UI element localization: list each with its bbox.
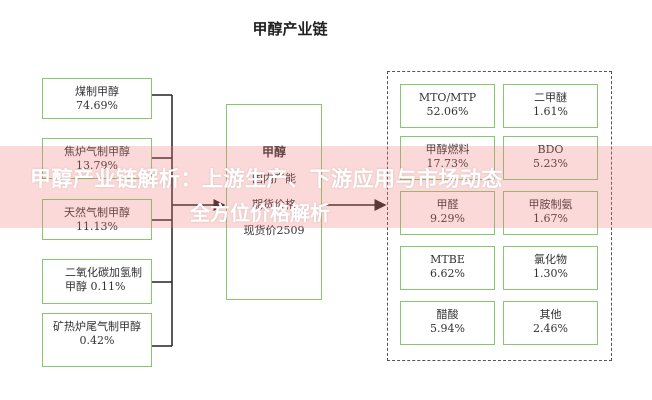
methanol-box: 甲醇 国内产能 期货价格 现货价2509 (226, 104, 322, 300)
source-share: 13.79% (76, 159, 118, 172)
product-name: 其他 (539, 308, 562, 321)
product-name: 甲胺制氨 (528, 198, 573, 211)
product-share: 2.46% (533, 322, 568, 335)
product-share: 1.61% (533, 105, 568, 118)
methanol-futures-price: 期货价格 (252, 198, 296, 211)
source-natural-gas: 天然气制甲醇 11.13% (42, 199, 152, 240)
product-share: 6.62% (430, 267, 465, 280)
product-mtbe: MTBE 6.62% (400, 246, 495, 290)
diagram-title: 甲醇产业链 (252, 20, 328, 38)
product-name: BDO (537, 143, 564, 156)
source-share: 0.11% (90, 280, 126, 293)
product-formaldehyde: 甲醛 9.29% (400, 191, 495, 235)
product-name: 甲醛 (436, 198, 459, 211)
product-share: 1.30% (533, 267, 568, 280)
product-share: 52.06% (426, 105, 469, 118)
source-submerged-arc-furnace: 矿热炉尾气制甲醇 0.42% (42, 313, 152, 367)
source-name: 天然气制甲醇 (64, 206, 130, 219)
product-methylamine: 甲胺制氨 1.67% (503, 191, 598, 235)
source-coal: 煤制甲醇 74.69% (42, 78, 152, 119)
source-name: 焦炉气制甲醇 (64, 145, 130, 158)
source-name: 二氧化碳加氢制甲醇 (65, 266, 142, 293)
source-share: 74.69% (76, 99, 118, 112)
product-mto-mtp: MTO/MTP 52.06% (400, 84, 495, 128)
product-share: 5.94% (430, 322, 465, 335)
product-share: 5.23% (533, 157, 568, 170)
product-name: 醋酸 (436, 308, 459, 321)
source-coke-oven-gas: 焦炉气制甲醇 13.79% (42, 138, 152, 179)
product-acetic-acid: 醋酸 5.94% (400, 301, 495, 345)
source-co2-hydrogenation: 二氧化碳加氢制甲醇 0.11% (42, 259, 152, 304)
overlay-subheadline: 全方位价格解析 (190, 201, 330, 225)
methanol-title: 甲醇 (261, 145, 286, 159)
source-share: 0.42% (79, 334, 115, 347)
downstream-container (387, 71, 612, 361)
product-name: 二甲醚 (534, 91, 567, 104)
methanol-spot-price: 现货价2509 (243, 224, 305, 237)
methanol-capacity: 国内产能 (252, 172, 296, 185)
source-name: 矿热炉尾气制甲醇 (53, 320, 141, 333)
product-share: 1.67% (533, 212, 568, 225)
product-chloride: 氯化物 1.30% (503, 246, 598, 290)
product-share: 17.73% (426, 157, 469, 170)
product-name: 甲醇燃料 (425, 143, 470, 156)
product-name: 氯化物 (534, 253, 567, 266)
product-share: 9.29% (430, 212, 465, 225)
product-bdo: BDO 5.23% (503, 136, 598, 180)
product-name: MTO/MTP (418, 91, 477, 104)
product-name: MTBE (430, 253, 465, 266)
overlay-banner (0, 146, 652, 228)
overlay-headline: 甲醇产业链解析：上游生产、下游应用与市场动态 (30, 167, 503, 191)
source-share: 11.13% (76, 220, 118, 233)
product-other: 其他 2.46% (503, 301, 598, 345)
product-methanol-fuel: 甲醇燃料 17.73% (400, 136, 495, 180)
product-dme: 二甲醚 1.61% (503, 84, 598, 128)
source-name: 煤制甲醇 (75, 85, 119, 98)
